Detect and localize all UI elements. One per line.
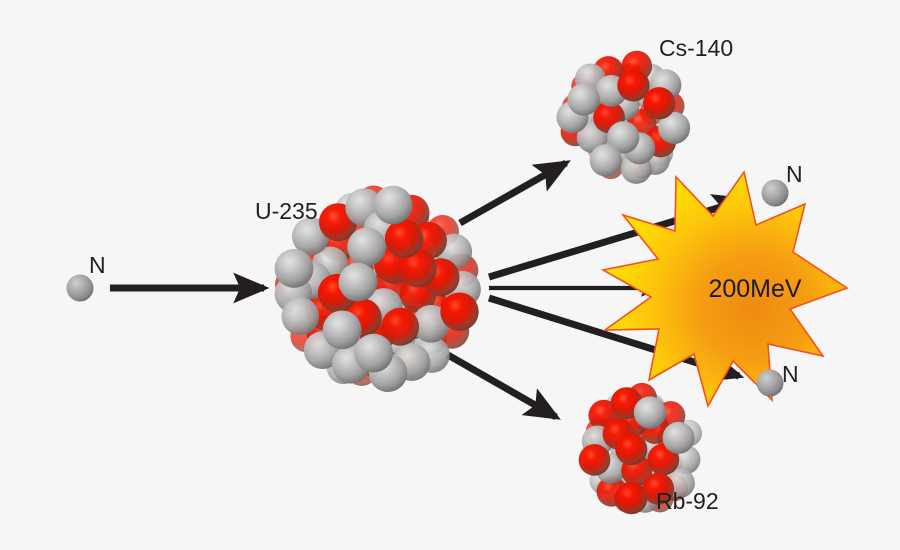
- neutron-sphere: [373, 185, 413, 225]
- neutron-sphere: [633, 396, 667, 429]
- neutron-sphere: [322, 310, 362, 350]
- neutron-out-bottom-sphere: [756, 369, 784, 397]
- neutron-sphere: [274, 248, 314, 288]
- neutron-out-bottom-label: N: [782, 361, 799, 387]
- nucleus-labels: U-235 Cs-140 Rb-92: [255, 35, 733, 514]
- nucleus-rb92: [578, 382, 703, 515]
- neutron-sphere: [354, 333, 393, 373]
- neutron-sphere: [589, 144, 622, 177]
- arrow-to-cs140: [458, 159, 571, 227]
- label-u235: U-235: [255, 198, 318, 224]
- neutron-sphere: [338, 262, 378, 302]
- proton-sphere: [642, 472, 675, 505]
- arrow-to-rb92: [446, 351, 561, 421]
- neutron-sphere: [347, 227, 387, 267]
- proton-sphere: [615, 481, 648, 515]
- proton-sphere: [440, 292, 479, 331]
- neutron-sphere: [567, 83, 600, 116]
- proton-sphere: [642, 87, 676, 120]
- proton-sphere: [398, 249, 437, 288]
- neutron-incoming-label: N: [89, 252, 106, 278]
- neutron-out-top-sphere: [761, 179, 789, 207]
- neutron-incoming-sphere: [66, 274, 94, 302]
- proton-sphere: [615, 433, 648, 466]
- nucleus-cs140: [556, 50, 691, 184]
- neutron-out-top-label: N: [786, 161, 803, 187]
- nucleus-u235: [274, 185, 481, 393]
- proton-sphere: [384, 219, 424, 258]
- neutron-sphere: [662, 421, 695, 454]
- label-cs140: Cs-140: [659, 35, 733, 61]
- label-rb92: Rb-92: [656, 488, 719, 514]
- neutron-sphere: [658, 111, 691, 144]
- proton-sphere: [578, 444, 611, 476]
- neutron-sphere: [607, 121, 640, 154]
- energy-burst-label: 200MeV: [708, 275, 801, 303]
- proton-sphere: [381, 307, 420, 346]
- neutron-sphere: [281, 297, 320, 336]
- proton-sphere: [617, 69, 650, 102]
- free-neutrons: N N N: [66, 161, 803, 397]
- energy-burst: 200MeV: [600, 170, 849, 409]
